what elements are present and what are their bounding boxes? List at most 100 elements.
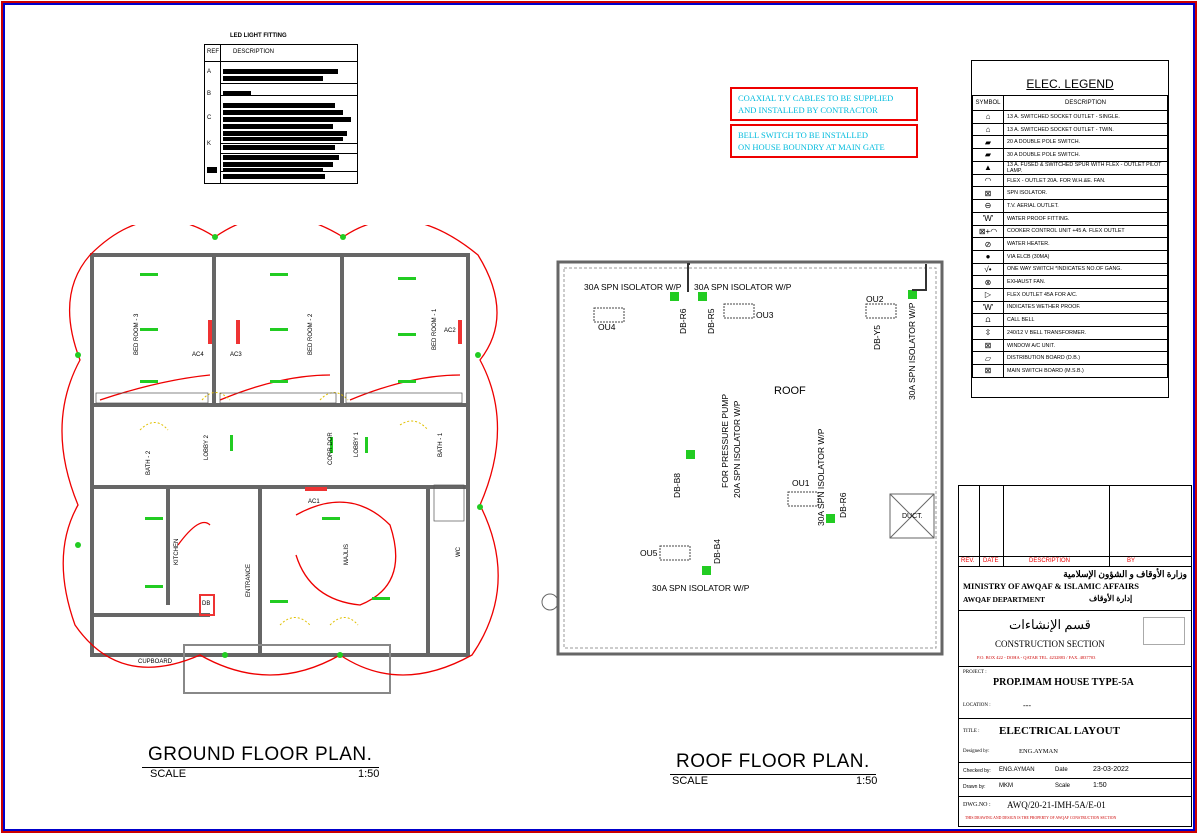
legend-symbol-icon: ⊠ bbox=[972, 364, 1004, 378]
duct-label: DUCT. bbox=[902, 513, 923, 520]
legend-row: √•ONE WAY SWITCH *INDICATES NO.OF GANG. bbox=[972, 262, 1168, 277]
scale-field-value: 1:50 bbox=[1093, 782, 1107, 789]
ou4-label: OU4 bbox=[598, 322, 616, 332]
legend-row: ⊠WINDOW A/C UNIT. bbox=[972, 338, 1168, 353]
legend-col-symbol: SYMBOL bbox=[972, 95, 1004, 111]
room-entrance: ENTRANCE bbox=[246, 564, 252, 597]
legend-row: ●VIA ELCB (30MA) bbox=[972, 249, 1168, 264]
legend-symbol-icon: ⊠+◠ bbox=[972, 224, 1004, 239]
legend-description: 20 A DOUBLE POLE SWITCH. bbox=[1003, 135, 1168, 150]
legend-symbol-icon: ⇳ bbox=[972, 326, 1004, 340]
ou5-label: OU5 bbox=[640, 548, 658, 558]
checked-label: Checked by: bbox=[963, 768, 991, 774]
legend-description: COOKER CONTROL UNIT +45 A. FLEX OUTLET bbox=[1003, 224, 1168, 239]
dept-ar: إدارة الأوقاف bbox=[1089, 594, 1133, 603]
outdoor-units bbox=[593, 303, 897, 561]
ground-floor-plan: BED ROOM - 3 BED ROOM - 2 BED ROOM - 1 B… bbox=[61, 225, 499, 694]
door-swings bbox=[139, 392, 429, 626]
legend-symbol-icon: 'W' bbox=[972, 300, 1004, 315]
led-ref-c: C bbox=[207, 115, 212, 121]
section-en: CONSTRUCTION SECTION bbox=[995, 639, 1105, 649]
iso-ou5-label: 30A SPN ISOLATOR W/P bbox=[652, 583, 750, 593]
led-col-desc: DESCRIPTION bbox=[233, 49, 275, 55]
ground-walls bbox=[90, 253, 470, 657]
legend-symbol-icon: ▷ bbox=[972, 287, 1004, 302]
db-y5-label: DB-Y5 bbox=[872, 325, 882, 350]
legend-description: 13 A. SWITCHED SOCKET OUTLET - TWIN. bbox=[1003, 122, 1168, 137]
led-table-header: REF DESCRIPTION bbox=[205, 45, 357, 62]
roof-drain bbox=[541, 593, 559, 611]
drawn-label: Drawn by: bbox=[963, 784, 986, 790]
legend-title: ELEC. LEGEND bbox=[1026, 77, 1114, 91]
dept-en: AWQAF DEPARTMENT bbox=[963, 595, 1046, 604]
led-ref-b: B bbox=[207, 91, 212, 97]
legend-description: 13 A. SWITCHED SOCKET OUTLET - SINGLE. bbox=[1003, 110, 1168, 124]
ou3-label: OU3 bbox=[756, 310, 774, 320]
iso-ou4-label: 30A SPN ISOLATOR W/P bbox=[584, 282, 682, 292]
room-bath2: BATH - 2 bbox=[146, 450, 152, 475]
legend-symbol-icon: ▰ bbox=[972, 148, 1004, 162]
legend-row: ⊠MAIN SWITCH BOARD (M.S.B.) bbox=[972, 364, 1168, 378]
dwg-row: DWG.NO : AWQ/20-21-IMH-5A/E-01 THIS DRAW… bbox=[959, 796, 1191, 827]
room-db: DB bbox=[202, 601, 210, 607]
db-r5-label: DB-R5 bbox=[706, 308, 716, 334]
legend-row: ⊠+◠COOKER CONTROL UNIT +45 A. FLEX OUTLE… bbox=[972, 224, 1168, 239]
led-fitting-table: LED LIGHT FITTING REF DESCRIPTION A B C … bbox=[204, 33, 358, 184]
legend-description: DISTRIBUTION BOARD (D.B.) bbox=[1003, 351, 1168, 366]
coaxial-note: COAXIAL T.V CABLES TO BE SUPPLIED AND IN… bbox=[730, 87, 918, 121]
duct-box bbox=[889, 493, 935, 539]
legend-symbol-icon: ⩍ bbox=[972, 313, 1004, 327]
light-fittings bbox=[75, 234, 483, 658]
roof-isolators bbox=[670, 290, 917, 575]
roof-scale-value: 1:50 bbox=[856, 775, 878, 787]
led-ref-k: K bbox=[207, 141, 212, 147]
legend-row: ▰30 A DOUBLE POLE SWITCH. bbox=[972, 148, 1168, 162]
room-bed3: BED ROOM - 3 bbox=[134, 313, 140, 355]
ou2-label: OU2 bbox=[866, 294, 884, 304]
legend-table: SYMBOL DESCRIPTION ⌂13 A. SWITCHED SOCKE… bbox=[972, 95, 1168, 378]
legend-description: INDICATES WETHER PROOF. bbox=[1003, 300, 1168, 315]
room-kitchen: KITCHEN bbox=[174, 539, 180, 565]
led-divider bbox=[220, 45, 221, 183]
room-ac3: AC3 bbox=[230, 352, 242, 358]
legend-row: ◠FLEX - OUTLET 20A. FOR W.H.&E. FAN. bbox=[972, 173, 1168, 188]
checked-row: Checked by: ENG.AYMAN Date 23-03-2022 bbox=[959, 762, 1191, 779]
legend-description: WINDOW A/C UNIT. bbox=[1003, 338, 1168, 353]
project-name: PROP.IMAM HOUSE TYPE-5A bbox=[993, 677, 1134, 688]
rev-label: REV. bbox=[961, 558, 975, 564]
room-bath1: BATH - 1 bbox=[438, 432, 444, 457]
legend-description: FLEX - OUTLET 20A. FOR W.H.&E. FAN. bbox=[1003, 173, 1168, 188]
legend-symbol-icon: ▱ bbox=[972, 351, 1004, 366]
legend-symbol-icon: ⌂ bbox=[972, 110, 1004, 124]
legend-description: SPN ISOLATOR. bbox=[1003, 186, 1168, 201]
title-label: TITLE : bbox=[963, 729, 980, 734]
roof-plan-title: ROOF FLOOR PLAN. bbox=[676, 751, 870, 772]
ou1-label: OU1 bbox=[792, 478, 810, 488]
location-value: --- bbox=[1023, 701, 1031, 710]
legend-row: ▰20 A DOUBLE POLE SWITCH. bbox=[972, 135, 1168, 150]
date-value: 23-03-2022 bbox=[1093, 766, 1129, 773]
legend-description: EXHAUST FAN. bbox=[1003, 275, 1168, 289]
legend-symbol-icon: ⌂ bbox=[972, 122, 1004, 137]
room-ac2: AC2 bbox=[444, 328, 456, 334]
legend-row: 'W'INDICATES WETHER PROOF. bbox=[972, 300, 1168, 315]
drawn-row: Drawn by: MKM Scale 1:50 bbox=[959, 778, 1191, 797]
designed-value: ENG.AYMAN bbox=[1019, 748, 1058, 755]
legend-row: ⌂13 A. SWITCHED SOCKET OUTLET - SINGLE. bbox=[972, 110, 1168, 124]
revision-grid bbox=[959, 486, 1191, 566]
project-label: PROJECT : bbox=[963, 670, 987, 675]
ac-units bbox=[199, 320, 462, 616]
legend-description: VIA ELCB (30MA) bbox=[1003, 249, 1168, 264]
room-bed1: BED ROOM - 1 bbox=[432, 308, 438, 350]
ministry-en: MINISTRY OF AWQAF & ISLAMIC AFFAIRS bbox=[963, 581, 1139, 591]
dwg-number: AWQ/20-21-IMH-5A/E-01 bbox=[1007, 800, 1106, 810]
iso-ou2-label: 30A SPN ISOLATOR W/P bbox=[907, 302, 917, 400]
legend-row: ⊖T.V. AERIAL OUTLET. bbox=[972, 199, 1168, 213]
db-r6-label-a: DB-R6 bbox=[678, 308, 688, 334]
roof-title-rule bbox=[670, 774, 876, 775]
legend-description: MAIN SWITCH BOARD (M.S.B.) bbox=[1003, 364, 1168, 378]
legend-description: 30 A DOUBLE POLE SWITCH. bbox=[1003, 148, 1168, 162]
db-r6-label-b: DB-R6 bbox=[838, 492, 848, 518]
legend-row: ▲13 A. FUSED & SWITCHED SPUR WITH FLEX -… bbox=[972, 160, 1168, 175]
dwg-label: DWG.NO : bbox=[963, 802, 991, 808]
